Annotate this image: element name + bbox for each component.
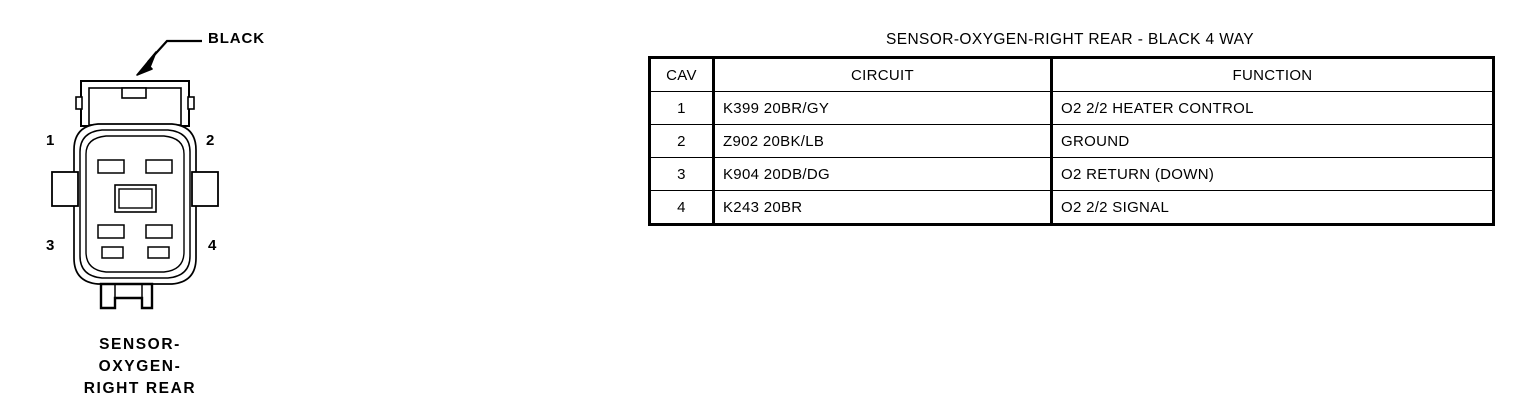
connector-caption: SENSOR- OXYGEN- RIGHT REAR <box>30 334 250 400</box>
cell-cav: 4 <box>649 190 714 225</box>
pinout-table-title: SENSOR-OXYGEN-RIGHT REAR - BLACK 4 WAY <box>885 31 1255 48</box>
pin-number-1: 1 <box>46 132 55 149</box>
pin-number-2: 2 <box>206 132 215 149</box>
cell-cav: 2 <box>649 124 714 158</box>
connector-caption-line-3: RIGHT REAR <box>83 380 197 397</box>
cell-function: O2 2/2 SIGNAL <box>1050 190 1494 225</box>
table-row: 2 Z902 20BK/LB GROUND <box>649 124 1494 158</box>
cell-circuit: Z902 20BK/LB <box>712 124 1052 158</box>
pinout-table-header: CAV CIRCUIT FUNCTION <box>649 57 1494 92</box>
column-header-cav: CAV <box>649 57 714 92</box>
cell-cav: 3 <box>649 157 714 191</box>
connector-bottom-latch <box>99 282 154 310</box>
black-callout-label: BLACK <box>208 30 265 47</box>
pinout-table-body: 1 K399 20BR/GY O2 2/2 HEATER CONTROL 2 Z… <box>649 91 1494 225</box>
table-row: 1 K399 20BR/GY O2 2/2 HEATER CONTROL <box>649 91 1494 125</box>
pinout-table: CAV CIRCUIT FUNCTION 1 K399 20BR/GY O2 2… <box>648 56 1495 226</box>
cell-circuit: K243 20BR <box>712 190 1052 225</box>
cell-cav: 1 <box>649 91 714 125</box>
table-row: 4 K243 20BR O2 2/2 SIGNAL <box>649 190 1494 225</box>
connector-cavity-slots <box>97 159 173 259</box>
connector-illustration <box>51 39 219 310</box>
cell-circuit: K904 20DB/DG <box>712 157 1052 191</box>
connector-diagram: BLACK 1 2 3 4 SENSOR- OXYGEN- RIGHT REAR <box>0 0 330 416</box>
pin-number-4: 4 <box>208 237 217 254</box>
cell-function: O2 2/2 HEATER CONTROL <box>1050 91 1494 125</box>
black-callout-leader <box>136 39 202 76</box>
column-header-circuit: CIRCUIT <box>712 57 1052 92</box>
connector-side-tabs <box>51 171 219 207</box>
cell-function: O2 RETURN (DOWN) <box>1050 157 1494 191</box>
pinout-panel: SENSOR-OXYGEN-RIGHT REAR - BLACK 4 WAY C… <box>648 31 1495 226</box>
connector-caption-line-2: OXYGEN- <box>98 358 182 375</box>
table-row: 3 K904 20DB/DG O2 RETURN (DOWN) <box>649 157 1494 191</box>
connector-upper-shroud <box>75 80 195 127</box>
column-header-function: FUNCTION <box>1050 57 1494 92</box>
pin-number-3: 3 <box>46 237 55 254</box>
table-header-row: CAV CIRCUIT FUNCTION <box>649 57 1494 92</box>
connector-caption-line-1: SENSOR- <box>99 336 181 353</box>
cell-circuit: K399 20BR/GY <box>712 91 1052 125</box>
cell-function: GROUND <box>1050 124 1494 158</box>
